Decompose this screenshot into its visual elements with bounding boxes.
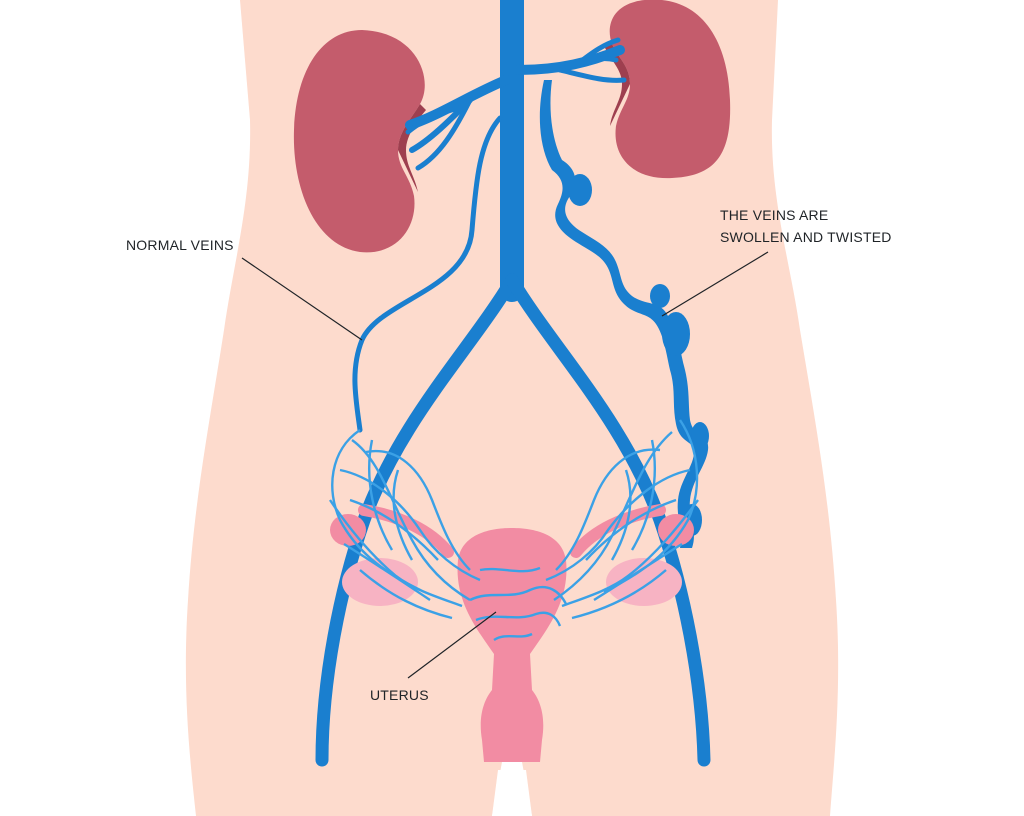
callout-line-swollen [661,251,769,317]
right-venous-plexus [545,419,699,620]
swollen-veins-label-line2: SWOLLEN AND TWISTED [720,229,892,245]
leg-gap [492,770,532,816]
uterine-veins [469,566,568,642]
right-kidney [604,0,731,179]
swollen-veins-label: THE VEINS ARE SWOLLEN AND TWISTED [720,204,892,248]
swollen-veins-label-line1: THE VEINS ARE [720,207,829,223]
normal-veins-label: NORMAL VEINS [126,237,234,253]
right-renal-vein [513,37,627,83]
callout-line-uterus [407,611,497,679]
left-venous-plexus [329,429,481,620]
vena-cava [315,0,711,767]
normal-ovarian-vein [352,115,503,433]
callout-line-normal [241,257,363,341]
uterus-label: UTERUS [370,687,429,703]
left-renal-vein [405,75,511,171]
